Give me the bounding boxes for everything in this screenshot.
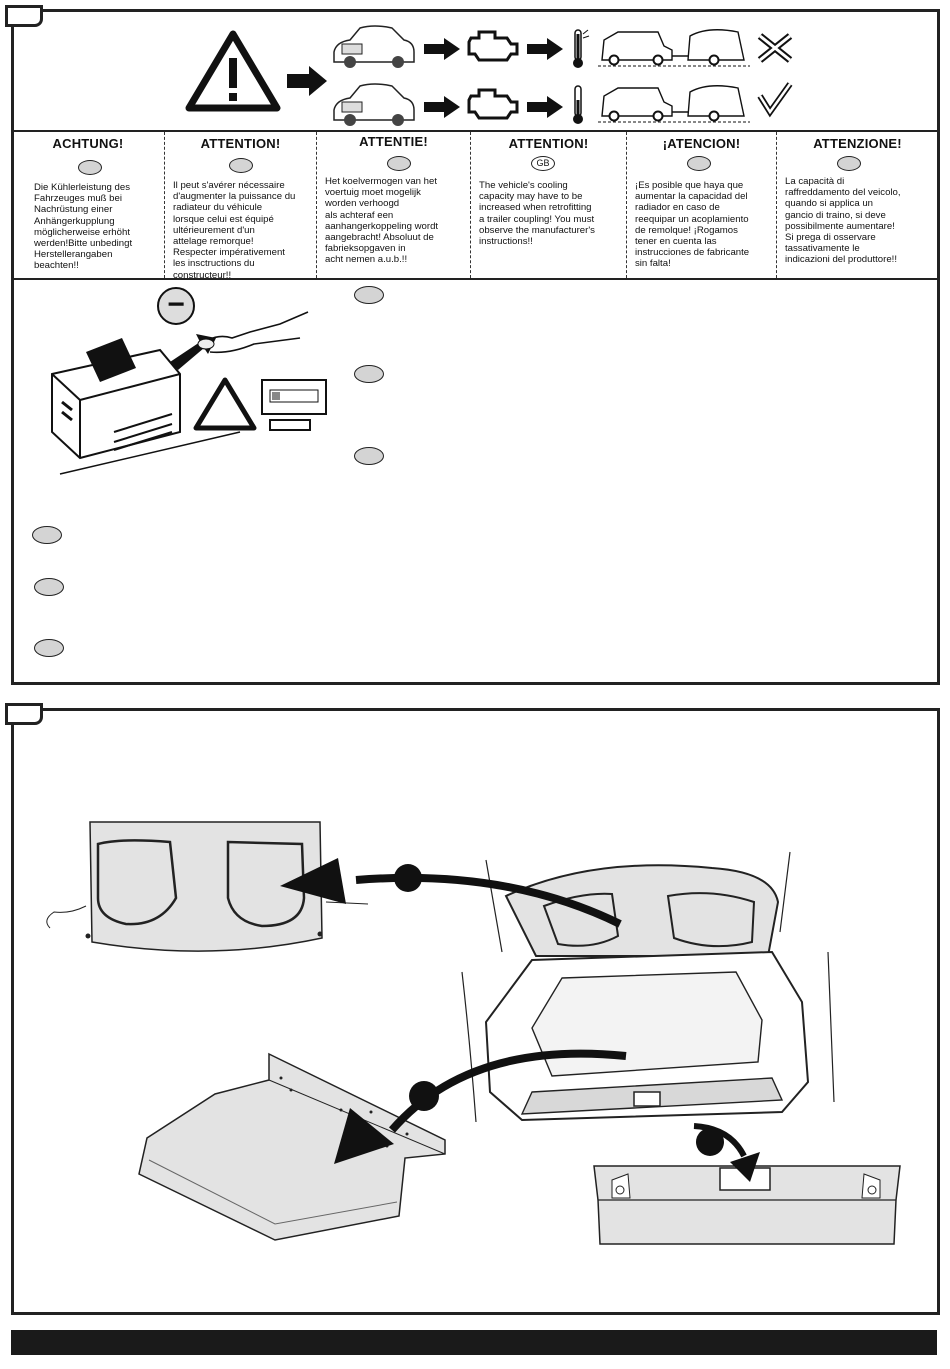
language-badge	[34, 578, 64, 596]
arrow-right-icon	[287, 66, 327, 96]
arrow-right-icon	[424, 38, 460, 60]
thermometer-icon	[573, 85, 583, 124]
sedan-car-icon-standard	[333, 25, 415, 68]
language-badge	[354, 365, 384, 383]
car-rear-open-tailgate-illustration	[461, 851, 835, 1123]
language-badge	[354, 447, 384, 465]
battery-disconnect-illustration	[51, 311, 309, 475]
warning-es: ¡ATENCION! ¡Es posible que haya que aume…	[626, 132, 776, 278]
language-badge	[354, 286, 384, 304]
engine-icon	[467, 30, 519, 62]
warning-triangle-icon	[193, 377, 257, 431]
language-badge-gb: GB	[531, 156, 555, 171]
language-badge	[837, 156, 861, 171]
arrow-right-icon	[424, 96, 460, 118]
warning-title: ATTENTION!	[200, 136, 281, 151]
warning-text: Het koelvermogen van het voertuig moet m…	[325, 176, 439, 266]
warning-de: ACHTUNG! Die Kühlerleistung des Fahrzeug…	[12, 132, 164, 278]
footer-bar	[11, 1330, 937, 1355]
removal-arrow-floor	[334, 1049, 627, 1164]
warning-triangle-icon	[185, 30, 281, 112]
warning-title: ATTENZIONE!	[813, 136, 902, 151]
warning-title: ¡ATENCION!	[662, 136, 741, 151]
warning-title: ATTENTIE!	[359, 134, 428, 149]
step-1-panel	[11, 9, 940, 685]
rear-bumper-trim-illustration	[593, 1165, 901, 1245]
language-badge	[229, 158, 253, 173]
check-icon	[757, 82, 793, 118]
warning-translations: ACHTUNG! Die Kühlerleistung des Fahrzeug…	[12, 130, 938, 281]
thermometer-hot-icon	[573, 29, 590, 68]
warning-it: ATTENZIONE! La capacità di raffreddament…	[776, 132, 938, 278]
cross-icon	[757, 33, 793, 63]
warning-nl: ATTENTIE! Het koelvermogen van het voert…	[316, 132, 470, 278]
step-2-tab	[5, 703, 43, 725]
removal-arrow-bumper	[693, 1123, 760, 1182]
parcel-shelf-illustration	[46, 821, 369, 952]
car-with-caravan-icon	[598, 85, 750, 123]
step-1-tab	[5, 5, 43, 27]
warning-text: Die Kühlerleistung des Fahrzeuges muß be…	[34, 182, 133, 272]
warning-text: ¡Es posible que haya que aumentar la cap…	[635, 180, 750, 270]
language-badge	[687, 156, 711, 171]
warning-fr: ATTENTION! Il peut s'avérer nécessaire d…	[164, 132, 316, 281]
removal-arrow-shelf	[280, 858, 622, 928]
engine-icon	[467, 88, 519, 120]
radio-code-card-icon	[261, 379, 327, 431]
sedan-car-icon-with-towbar	[333, 83, 415, 126]
language-badge	[78, 160, 102, 175]
car-with-caravan-icon	[598, 29, 750, 67]
minus-terminal-icon: −	[157, 287, 195, 325]
warning-text: La capacità di raffreddamento del veicol…	[785, 176, 901, 266]
language-badge	[32, 526, 62, 544]
warning-title: ACHTUNG!	[52, 136, 124, 151]
warning-title: ATTENTION!	[508, 136, 589, 151]
warning-text: The vehicle's cooling capacity may have …	[479, 180, 595, 248]
warning-gb: ATTENTION! GB The vehicle's cooling capa…	[470, 132, 626, 278]
boot-floor-panel-illustration	[138, 1052, 446, 1241]
arrow-right-icon	[527, 38, 563, 60]
language-badge	[387, 156, 411, 171]
language-badge	[34, 639, 64, 657]
arrow-right-icon	[527, 96, 563, 118]
warning-text: Il peut s'avérer nécessaire d'augmenter …	[173, 180, 296, 281]
